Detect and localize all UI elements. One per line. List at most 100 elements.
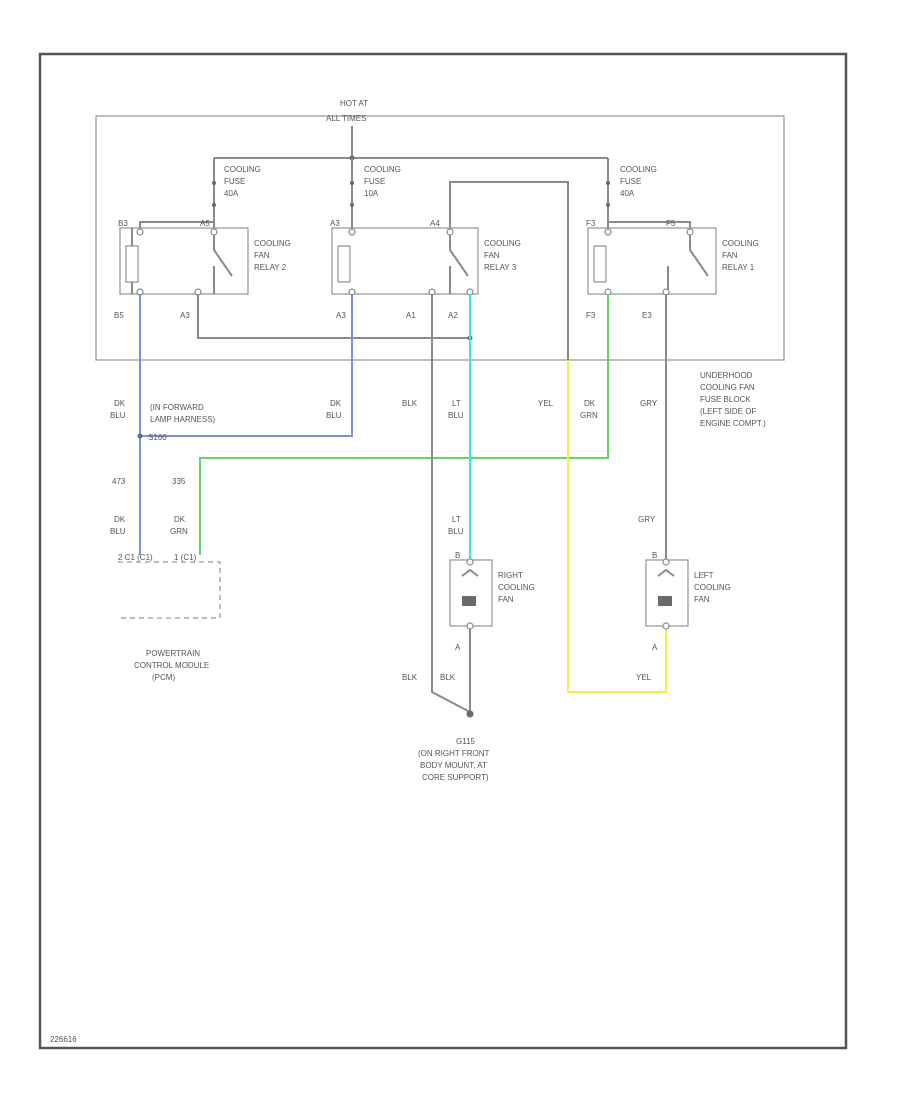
pcm: 2 C1 (C1) 1 (C1) POWERTRAIN CONTROL MODU… bbox=[118, 553, 221, 682]
relay-3-pin-tl: A3 bbox=[330, 219, 340, 228]
wire-label-blk-1: BLK bbox=[402, 399, 418, 408]
svg-text:BLU: BLU bbox=[110, 411, 126, 420]
footer-code: 226616 bbox=[50, 1035, 77, 1044]
relay-1-pin-tl: F3 bbox=[586, 219, 596, 228]
left-fan-motor-icon bbox=[658, 596, 672, 606]
fuse-block-label: UNDERHOOD COOLING FAN FUSE BLOCK (LEFT S… bbox=[700, 371, 766, 428]
svg-text:BODY MOUNT, AT: BODY MOUNT, AT bbox=[420, 761, 487, 770]
wire-label-dk-grn-1: DK bbox=[584, 399, 596, 408]
svg-text:S160: S160 bbox=[148, 433, 167, 442]
wire-label-gry-1: GRY bbox=[640, 399, 658, 408]
wire-label-yel-2: YEL bbox=[636, 673, 652, 682]
pcm-pin-b: 1 (C1) bbox=[174, 553, 197, 562]
svg-text:BLU: BLU bbox=[448, 527, 464, 536]
svg-text:FUSE: FUSE bbox=[364, 177, 385, 186]
fuse-2-dot-b bbox=[350, 203, 354, 207]
svg-text:GRN: GRN bbox=[170, 527, 188, 536]
circuit-473: 473 bbox=[112, 477, 126, 486]
fuse-2-dot-a bbox=[350, 181, 354, 185]
wire-label-dk-blu-1: DK bbox=[114, 399, 126, 408]
svg-text:G115: G115 bbox=[456, 737, 476, 746]
svg-text:GRN: GRN bbox=[580, 411, 598, 420]
wire-label-blk-3: BLK bbox=[440, 673, 456, 682]
relay-3-pin-bl: A3 bbox=[336, 311, 346, 320]
wire-label-blk-2: BLK bbox=[402, 673, 418, 682]
svg-text:RELAY 2: RELAY 2 bbox=[254, 263, 287, 272]
relay-2-pin-bl: B5 bbox=[114, 311, 124, 320]
relay-1-box bbox=[587, 227, 717, 295]
relay-1-pin-bl: F3 bbox=[586, 311, 596, 320]
right-fan-motor-icon bbox=[462, 596, 476, 606]
relay-1-coil bbox=[593, 245, 607, 283]
svg-text:FUSE: FUSE bbox=[224, 177, 245, 186]
fuse-2-label: COOLING FUSE 10A bbox=[364, 165, 401, 198]
svg-text:UNDERHOOD: UNDERHOOD bbox=[700, 371, 753, 380]
wire-label-dk-blu-2: DK bbox=[330, 399, 342, 408]
svg-text:B: B bbox=[455, 551, 460, 560]
svg-text:COOLING: COOLING bbox=[694, 583, 731, 592]
svg-text:A: A bbox=[455, 643, 461, 652]
svg-text:RIGHT: RIGHT bbox=[498, 571, 523, 580]
relay-1-pin-br: E3 bbox=[642, 311, 652, 320]
splice-s160 bbox=[137, 433, 143, 439]
dk-blu-wire bbox=[139, 294, 353, 555]
svg-text:COOLING: COOLING bbox=[722, 239, 759, 248]
svg-text:FAN: FAN bbox=[722, 251, 738, 260]
wire-label-gry-2: GRY bbox=[638, 515, 656, 524]
relay-3-coil bbox=[337, 245, 351, 283]
svg-text:BLU: BLU bbox=[110, 527, 126, 536]
svg-text:40A: 40A bbox=[620, 189, 635, 198]
circuit-335: 335 bbox=[172, 477, 186, 486]
relay-2-box bbox=[119, 227, 249, 295]
svg-text:FAN: FAN bbox=[254, 251, 270, 260]
wire-label-dk-grn-3: DK bbox=[174, 515, 186, 524]
relay-3-feed-loop bbox=[449, 181, 569, 360]
svg-text:FAN: FAN bbox=[694, 595, 710, 604]
internal-loop bbox=[197, 294, 470, 339]
wire-label-yel-1: YEL bbox=[538, 399, 554, 408]
relay-3-pin-ml: A1 bbox=[406, 311, 416, 320]
svg-text:BLU: BLU bbox=[326, 411, 342, 420]
fuse-3-dot-b bbox=[606, 203, 610, 207]
svg-text:10A: 10A bbox=[364, 189, 379, 198]
svg-text:FUSE BLOCK: FUSE BLOCK bbox=[700, 395, 751, 404]
svg-text:FUSE: FUSE bbox=[620, 177, 641, 186]
relay-2-pin-tl: B3 bbox=[118, 219, 128, 228]
svg-text:A: A bbox=[652, 643, 658, 652]
wire-label-dk-blu-3: DK bbox=[114, 515, 126, 524]
relay-2-coil bbox=[125, 245, 139, 283]
svg-text:RELAY 3: RELAY 3 bbox=[484, 263, 517, 272]
fuse-1-label: COOLING FUSE 40A bbox=[224, 165, 261, 198]
fuse-3-dot-a bbox=[606, 181, 610, 185]
diagram-frame bbox=[38, 52, 848, 1050]
fuse-1-dot-a bbox=[212, 181, 216, 185]
svg-text:LEFT: LEFT bbox=[694, 571, 714, 580]
relay-3-box bbox=[331, 227, 479, 295]
svg-text:COOLING: COOLING bbox=[254, 239, 291, 248]
svg-text:POWERTRAIN: POWERTRAIN bbox=[146, 649, 200, 658]
wire-label-lt-blu-1: LT bbox=[452, 399, 461, 408]
svg-text:COOLING: COOLING bbox=[484, 239, 521, 248]
pcm-pin-a: 2 C1 (C1) bbox=[118, 553, 153, 562]
svg-text:LAMP HARNESS): LAMP HARNESS) bbox=[150, 415, 216, 424]
relay-3-pin-tr: A4 bbox=[430, 219, 440, 228]
right-cooling-fan: B RIGHT COOLING FAN A bbox=[449, 551, 535, 712]
relay-2-pin-tr: A5 bbox=[200, 219, 210, 228]
relay-3-switch bbox=[449, 234, 469, 294]
svg-text:COOLING: COOLING bbox=[620, 165, 657, 174]
power-bus bbox=[214, 126, 608, 159]
pcm-dashed-outline bbox=[118, 561, 221, 619]
svg-text:(IN FORWARD: (IN FORWARD bbox=[150, 403, 204, 412]
yel-wire bbox=[567, 360, 667, 693]
left-cooling-fan: B LEFT COOLING FAN A bbox=[645, 551, 731, 652]
relay-1: F3 F5 COOLING FAN RELAY 1 F3 E3 bbox=[586, 219, 759, 320]
svg-text:FAN: FAN bbox=[484, 251, 500, 260]
harness-note: (IN FORWARD LAMP HARNESS) S160 bbox=[148, 403, 216, 442]
dk-grn-wire bbox=[199, 294, 609, 555]
relay-2-pin-br: A3 bbox=[180, 311, 190, 320]
svg-text:CONTROL MODULE: CONTROL MODULE bbox=[134, 661, 209, 670]
svg-text:(LEFT SIDE OF: (LEFT SIDE OF bbox=[700, 407, 756, 416]
svg-text:COOLING FAN: COOLING FAN bbox=[700, 383, 755, 392]
hot-at-label: HOT AT bbox=[340, 99, 368, 108]
wire-label-lt-blu-2: LT bbox=[452, 515, 461, 524]
